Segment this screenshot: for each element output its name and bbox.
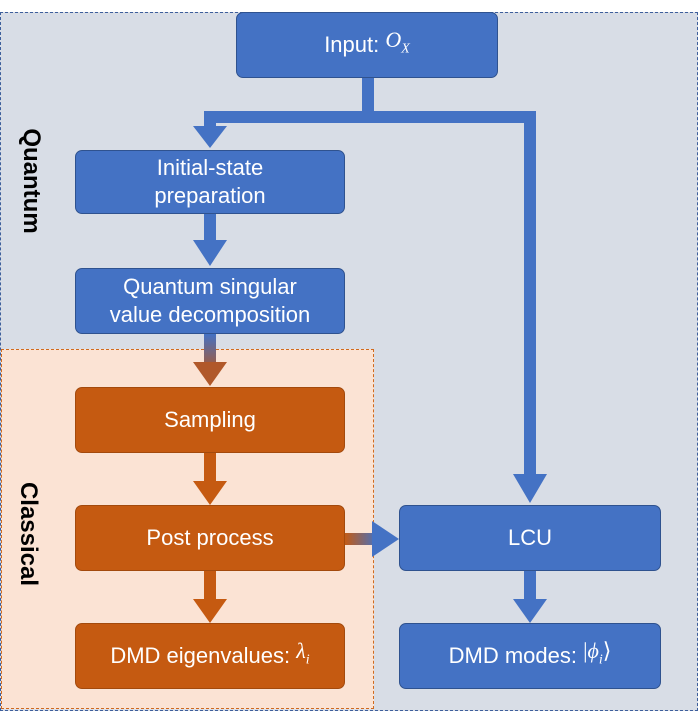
sampling-box: Sampling bbox=[75, 387, 345, 453]
initial-state-line2: preparation bbox=[154, 183, 266, 208]
qsvd-line1: Quantum singular bbox=[123, 274, 297, 299]
sampling-label: Sampling bbox=[164, 407, 256, 432]
post-process-box: Post process bbox=[75, 505, 345, 571]
arrow-post-to-eigen bbox=[193, 571, 227, 623]
eigenvalues-symbol: λi bbox=[296, 638, 310, 668]
arrow-post-to-lcu bbox=[344, 521, 399, 557]
post-process-label: Post process bbox=[146, 525, 274, 550]
input-symbol: OX bbox=[385, 27, 410, 57]
modes-symbol: |ϕi⟩ bbox=[583, 638, 612, 668]
qsvd-line2: value decomposition bbox=[109, 302, 311, 327]
modes-box: DMD modes: |ϕi⟩ bbox=[399, 623, 661, 689]
arrow-lcu-to-modes bbox=[513, 571, 547, 623]
qsvd-box: Quantum singular value decomposition bbox=[75, 268, 345, 334]
initial-state-line1: Initial-state bbox=[156, 155, 264, 180]
modes-label: DMD modes: bbox=[448, 643, 584, 668]
arrow-sampling-to-post bbox=[193, 453, 227, 505]
arrow-qsvd-to-sampling bbox=[193, 334, 227, 386]
lcu-box: LCU bbox=[399, 505, 661, 571]
eigenvalues-box: DMD eigenvalues: λi bbox=[75, 623, 345, 689]
arrow-initial-to-qsvd bbox=[193, 212, 227, 266]
initial-state-box: Initial-state preparation bbox=[75, 150, 345, 214]
input-box: Input: OX bbox=[236, 12, 498, 78]
lcu-label: LCU bbox=[507, 525, 552, 550]
eigenvalues-label: DMD eigenvalues: bbox=[110, 643, 297, 668]
arrow-input-split bbox=[193, 78, 547, 503]
input-label: Input: bbox=[324, 32, 386, 57]
